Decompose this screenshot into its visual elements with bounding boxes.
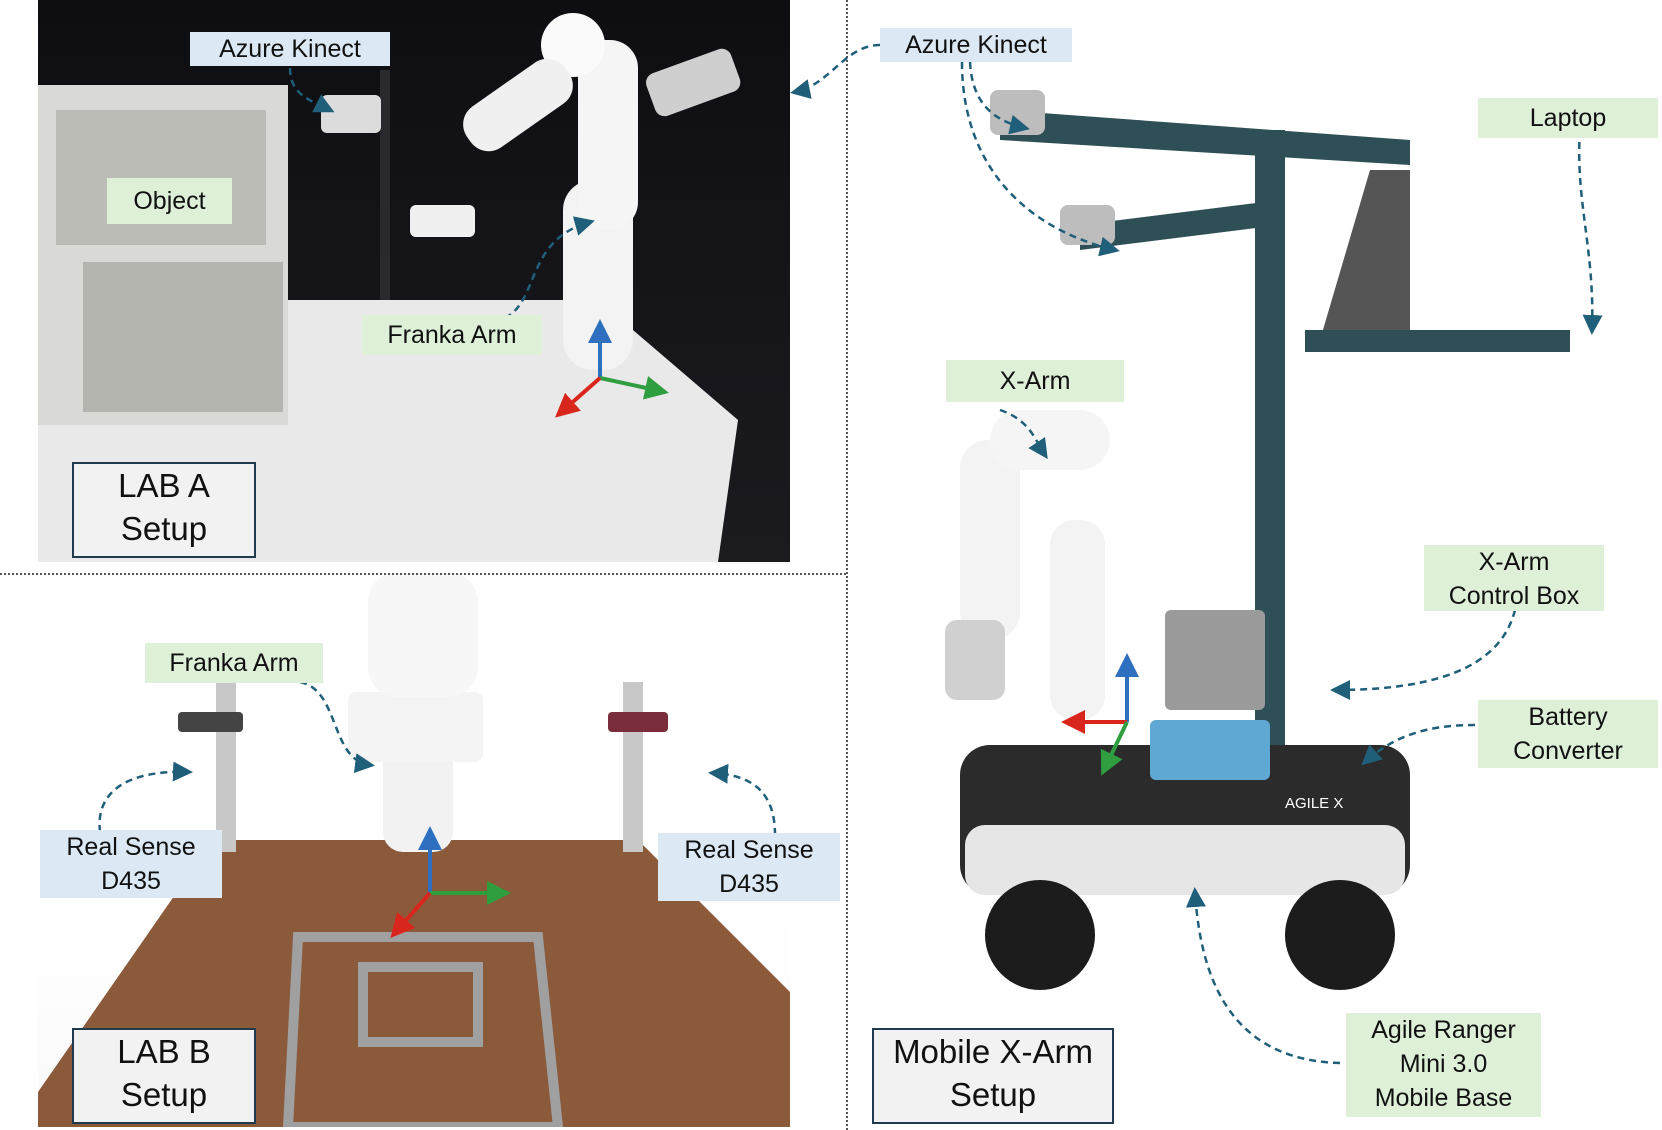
arrow-laptop: [1577, 129, 1603, 335]
lab-b-setup-line1: LAB B: [117, 1033, 211, 1070]
azure-kinect-camera-a: [321, 95, 381, 133]
label-laptop: Laptop: [1478, 98, 1658, 138]
lab-a-setup-title: LAB A Setup: [72, 462, 256, 558]
lab-b-franka-gripper: [348, 692, 483, 762]
lab-b-franka-base: [383, 742, 453, 852]
label-lab-a-franka-arm: Franka Arm: [362, 315, 542, 355]
lab-b-franka-link: [368, 572, 478, 697]
arrow-mobile-kinect-lower: [960, 61, 1120, 257]
mobile-axes: [1061, 653, 1139, 776]
label-battery-converter: Battery Converter: [1478, 700, 1658, 768]
laptop-shelf: [1305, 330, 1570, 352]
arrow-control-box: [1330, 609, 1517, 700]
lab-a-setup-line1: LAB A: [118, 467, 210, 504]
mobile-base-line3: Mobile Base: [1374, 1084, 1513, 1112]
lab-b-axes: [390, 826, 511, 939]
tape-outline-inner: [358, 962, 483, 1047]
realsense-right-line1: Real Sense: [684, 836, 814, 864]
horizontal-divider: [0, 573, 846, 575]
arrow-lab-b-realsense-right: [708, 763, 777, 836]
label-realsense-left: Real Sense D435: [40, 830, 222, 898]
arrow-lab-a-kinect: [288, 67, 335, 113]
control-box-line1: X-Arm: [1478, 548, 1550, 576]
arrow-battery-converter: [1361, 723, 1476, 766]
label-lab-b-franka-arm: Franka Arm: [145, 643, 323, 683]
laptop-screen: [1320, 170, 1410, 340]
label-xarm: X-Arm: [946, 360, 1124, 402]
arrow-lab-a-top-kinect: [790, 43, 881, 99]
battery-converter-line1: Battery: [1528, 703, 1608, 731]
label-realsense-right: Real Sense D435: [658, 833, 840, 901]
realsense-right-line2: D435: [719, 870, 779, 898]
arrow-lab-b-realsense-left: [98, 761, 193, 833]
mobile-base-line1: Agile Ranger: [1371, 1016, 1516, 1044]
lab-b-setup-title: LAB B Setup: [72, 1028, 256, 1124]
battery-converter-line2: Converter: [1513, 737, 1623, 765]
xarm-elbow: [990, 410, 1110, 470]
tape-outline-outer: [282, 932, 564, 1127]
arrow-lab-a-franka: [504, 216, 595, 320]
xarm-gripper: [945, 620, 1005, 700]
label-control-box: X-Arm Control Box: [1424, 545, 1604, 611]
arrow-xarm: [999, 408, 1048, 460]
azure-kinect-camera-lower: [1060, 205, 1115, 245]
camera-boom-top: [1000, 110, 1410, 165]
arrow-mobile-kinect-upper: [968, 61, 1030, 135]
azure-kinect-camera-upper: [990, 90, 1045, 135]
azure-kinect-camera-right: [646, 48, 741, 117]
arrow-mobile-base: [1185, 887, 1341, 1065]
mobile-base-line2: Mini 3.0: [1399, 1050, 1488, 1078]
label-mobile-azure-kinect: Azure Kinect: [880, 28, 1072, 62]
xarm-link-lower: [1050, 520, 1105, 720]
franka-arm-forearm: [463, 58, 573, 152]
vertical-divider: [846, 0, 848, 1130]
mobile-scene: [945, 90, 1570, 990]
lab-a-setup-line2: Setup: [120, 510, 208, 547]
mobile-base-skirt: [965, 825, 1405, 895]
mobile-setup-title: Mobile X-Arm Setup: [872, 1028, 1114, 1124]
label-mobile-base: Agile Ranger Mini 3.0 Mobile Base: [1346, 1013, 1541, 1117]
agile-x-brand: AGILE X: [1285, 795, 1344, 812]
wheel-front-left: [985, 880, 1095, 990]
lab-b-setup-line2: Setup: [120, 1076, 208, 1113]
realsense-left-line1: Real Sense: [66, 833, 196, 861]
lab-a-photo: [38, 0, 790, 562]
label-object: Object: [107, 178, 232, 224]
object-drawer-bottom: [83, 262, 283, 412]
realsense-left-camera: [178, 712, 243, 732]
mobile-setup-line2: Setup: [949, 1076, 1037, 1113]
camera-boom-lower: [1080, 200, 1280, 250]
arrow-lab-b-franka: [299, 680, 375, 774]
xarm-link-upper: [960, 440, 1020, 640]
control-box-line2: Control Box: [1448, 582, 1580, 610]
mobile-setup-line1: Mobile X-Arm: [893, 1033, 1093, 1070]
realsense-right-camera: [608, 712, 668, 732]
label-lab-a-azure-kinect: Azure Kinect: [190, 32, 390, 66]
wheel-front-right: [1285, 880, 1395, 990]
xarm-control-box: [1165, 610, 1265, 710]
franka-gripper: [410, 205, 475, 237]
realsense-left-line2: D435: [101, 867, 161, 895]
battery-converter: [1150, 720, 1270, 780]
lab-a-axes: [554, 319, 669, 418]
camera-pole: [380, 70, 390, 300]
franka-arm-link: [578, 40, 638, 230]
